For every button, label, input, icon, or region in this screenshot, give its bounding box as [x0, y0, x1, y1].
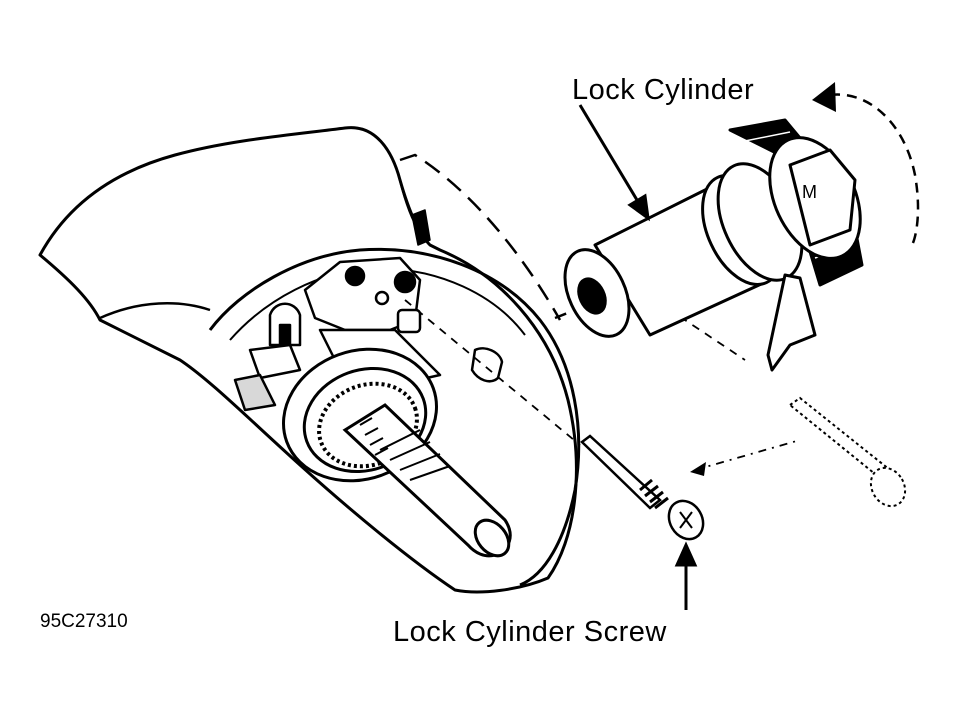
rotation-arrow	[829, 93, 920, 246]
svg-text:M: M	[802, 182, 817, 202]
splined-shaft	[282, 347, 512, 558]
rotation-arrowhead	[812, 82, 836, 112]
lock-cylinder-screw-ghost	[788, 396, 907, 508]
lock-cylinder-screw-part	[580, 434, 705, 541]
lock-cylinder-leader	[578, 104, 650, 222]
lock-cylinder-screw-leader	[674, 541, 698, 610]
figure-code: 95C27310	[40, 611, 128, 632]
lock-cylinder-screw-label: Lock Cylinder Screw	[393, 616, 667, 648]
lock-cylinder-label: Lock Cylinder	[572, 74, 755, 106]
guide-arrowhead	[690, 462, 706, 476]
lock-cylinder-part: M	[563, 118, 864, 372]
